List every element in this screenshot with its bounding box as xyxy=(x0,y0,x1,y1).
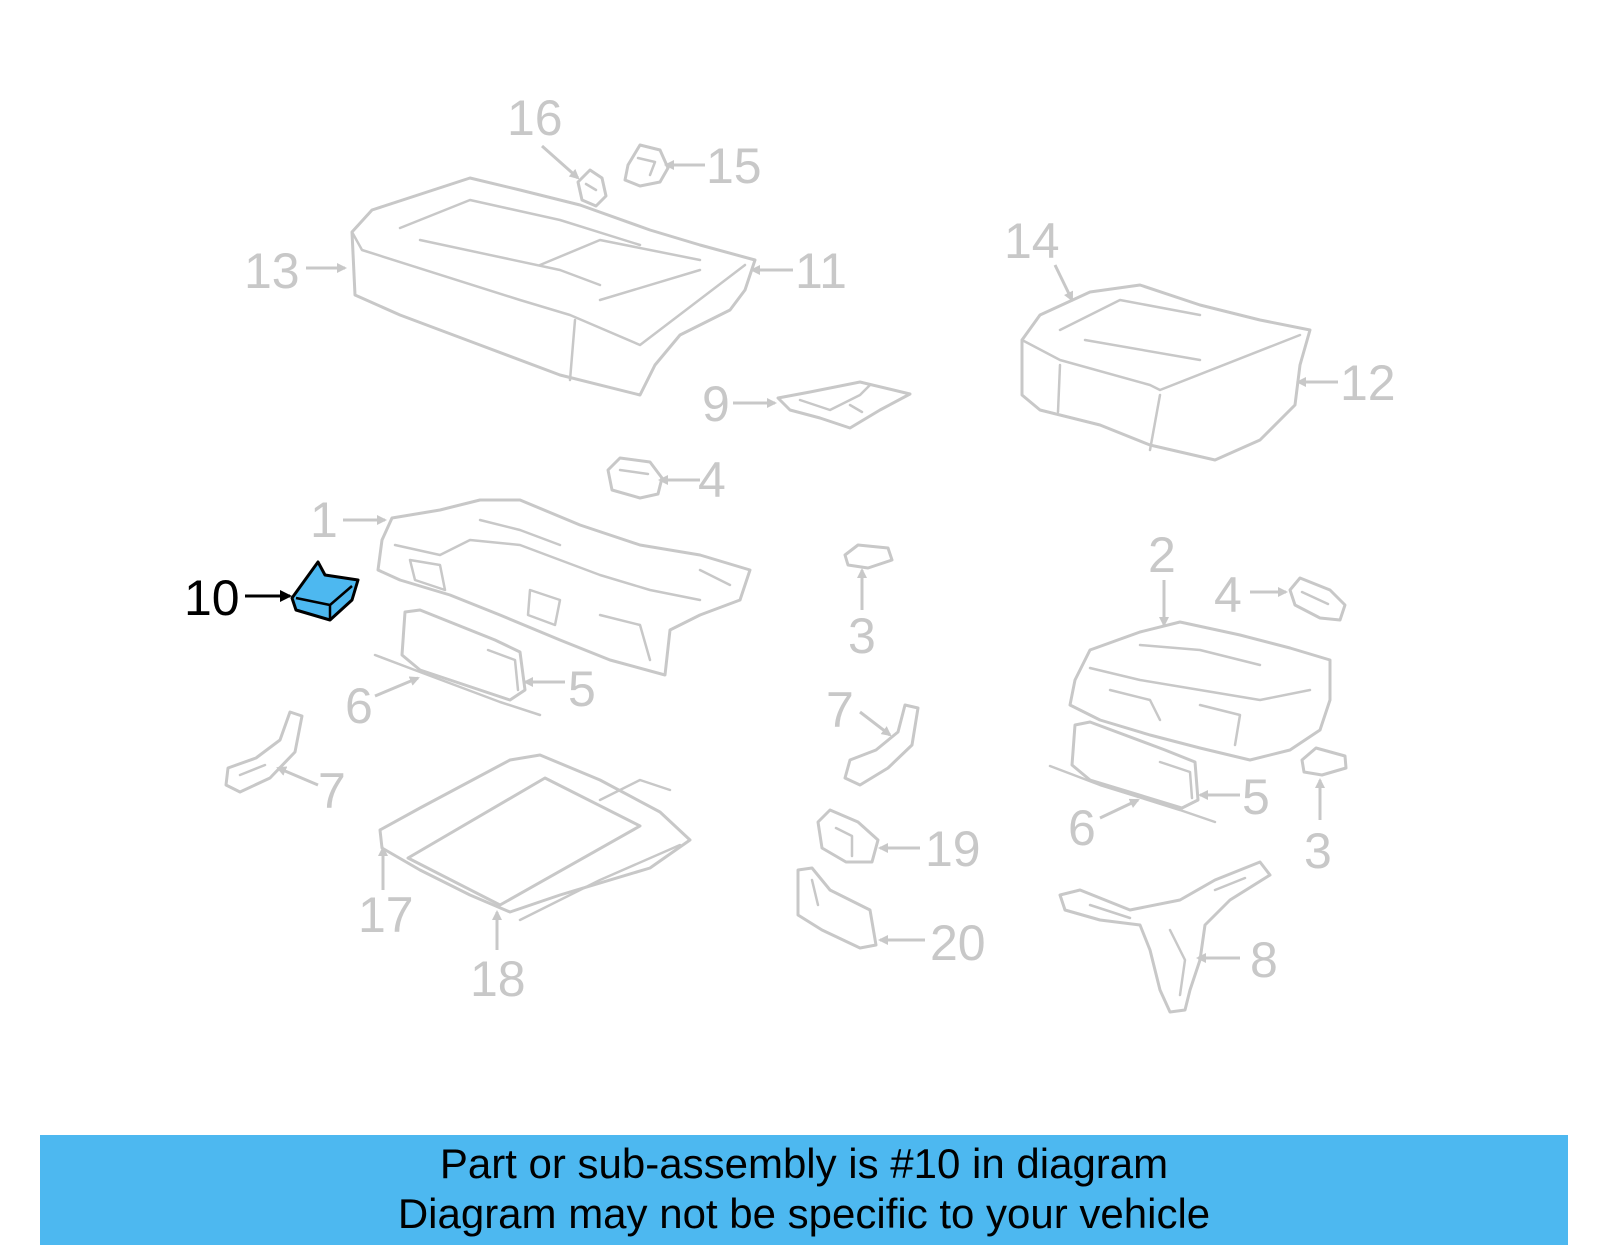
leader-lines xyxy=(245,144,1338,963)
callout-10-highlighted: 10 xyxy=(184,570,240,626)
callout-6-right: 6 xyxy=(1068,800,1096,856)
info-banner: Part or sub-assembly is #10 in diagram D… xyxy=(40,1135,1568,1245)
heater-pad xyxy=(378,753,692,922)
frame-bracket-part-8 xyxy=(1058,860,1272,1014)
callout-15: 15 xyxy=(706,138,762,194)
bracket-part-19 xyxy=(816,808,880,864)
callout-9: 9 xyxy=(702,376,730,432)
cap-part-3-middle xyxy=(843,543,894,570)
callout-18: 18 xyxy=(470,951,526,1007)
callout-4-right: 4 xyxy=(1214,567,1242,623)
rod-part-6-left xyxy=(373,653,542,717)
callout-20: 20 xyxy=(930,915,986,971)
banner-line-2: Diagram may not be specific to your vehi… xyxy=(397,1190,1211,1237)
parts-diagram: 16 15 13 11 14 12 9 4 1 2 4 3 5 6 7 7 5 … xyxy=(184,90,1396,1014)
cover-part-4-right xyxy=(1288,576,1347,622)
highlighted-part-10 xyxy=(290,560,360,622)
cover-part-4-upper xyxy=(606,456,664,500)
seat-frame-right xyxy=(1068,620,1332,762)
callout-11: 11 xyxy=(795,243,847,299)
cap-part-3-right xyxy=(1300,746,1348,777)
trim-part-7-middle xyxy=(843,703,920,787)
callout-13: 13 xyxy=(244,243,300,299)
banner-line-1: Part or sub-assembly is #10 in diagram xyxy=(439,1140,1169,1187)
callout-3-middle: 3 xyxy=(848,608,876,664)
callout-4-upper: 4 xyxy=(698,452,726,508)
trim-part-7-left xyxy=(224,710,304,794)
callout-16: 16 xyxy=(507,90,563,146)
callout-5-right: 5 xyxy=(1242,769,1270,825)
callout-2: 2 xyxy=(1148,527,1176,583)
callout-3-right: 3 xyxy=(1304,823,1332,879)
panel-part-5-left xyxy=(400,608,527,702)
seat-cushion-small xyxy=(1020,283,1312,462)
callout-7-left: 7 xyxy=(318,763,346,819)
bracket-part-9 xyxy=(776,380,912,430)
callout-19: 19 xyxy=(925,821,981,877)
callout-6-left: 6 xyxy=(345,678,373,734)
rod-part-6-right xyxy=(1048,764,1217,824)
callout-labels: 16 15 13 11 14 12 9 4 1 2 4 3 5 6 7 7 5 … xyxy=(184,90,1396,1007)
callout-1: 1 xyxy=(310,492,338,548)
bracket-part-20 xyxy=(796,866,878,950)
callout-5-left: 5 xyxy=(568,661,596,717)
callout-14: 14 xyxy=(1004,213,1060,269)
callout-7-middle: 7 xyxy=(826,682,854,738)
callout-17: 17 xyxy=(358,887,414,943)
seat-cushion-large xyxy=(350,176,757,397)
callout-12: 12 xyxy=(1340,355,1396,411)
panel-part-5-right xyxy=(1070,720,1200,810)
seat-frame-large xyxy=(376,498,752,677)
clip-part-15 xyxy=(623,143,670,188)
clip-part-16 xyxy=(576,168,608,208)
callout-8: 8 xyxy=(1250,932,1278,988)
